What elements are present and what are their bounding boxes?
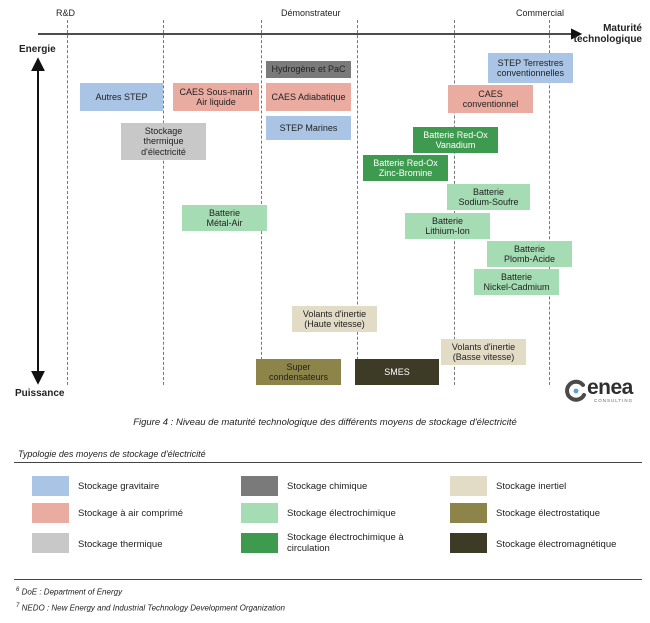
phase-line-3 — [261, 20, 262, 385]
stage-demonstrateur: Démonstrateur — [281, 8, 341, 18]
tech-nickel-cadmium: Batterie Nickel-Cadmium — [474, 269, 559, 295]
tech-smes: SMES — [355, 359, 439, 385]
legend-swatch-electrochimique — [241, 503, 278, 523]
tech-supercondensateurs: Super condensateurs — [256, 359, 341, 385]
tech-lithium-ion: Batterie Lithium-Ion — [405, 213, 490, 239]
legend-label-inertiel: Stockage inertiel — [496, 481, 567, 492]
tech-caes-conventionnel: CAES conventionnel — [448, 85, 533, 113]
legend-swatch-thermique — [32, 533, 69, 553]
tech-caes-sous-marin: CAES Sous-marin Air liquide — [173, 83, 259, 111]
legend-title: Typologie des moyens de stockage d'élect… — [18, 449, 206, 459]
tech-volants-haute: Volants d'inertie (Haute vitesse) — [292, 306, 377, 332]
tech-redox-vanadium: Batterie Red-Ox Vanadium — [413, 127, 498, 153]
phase-line-2 — [163, 20, 164, 385]
stage-commercial: Commercial — [516, 8, 565, 18]
legend-label-thermique: Stockage thermique — [78, 539, 163, 550]
legend-swatch-inertiel — [450, 476, 487, 496]
legend-swatch-circulation — [241, 533, 278, 553]
y-axis-bottom-label: Puissance — [15, 388, 65, 399]
footnote-6: 6 DoE : Department of Energy — [16, 587, 123, 597]
y-axis-top-label: Energie — [19, 44, 56, 55]
legend-label-gravitaire: Stockage gravitaire — [78, 481, 160, 492]
tech-metal-air: Batterie Métal-Air — [182, 205, 267, 231]
tech-step-terrestres: STEP Terrestres conventionnelles — [488, 53, 573, 83]
x-axis-title: Maturité technologique — [573, 23, 642, 45]
legend-swatch-air — [32, 503, 69, 523]
phase-line-1 — [67, 20, 68, 385]
tech-redox-zinc-bromine: Batterie Red-Ox Zinc-Bromine — [363, 155, 448, 181]
legend-label-chimique: Stockage chimique — [287, 481, 368, 492]
enea-logo-text: enea — [587, 376, 633, 399]
tech-step-marines: STEP Marines — [266, 116, 351, 140]
enea-logo-subtext: CONSULTING — [594, 398, 634, 403]
tech-stockage-thermique: Stockage thermique d'électricité — [121, 123, 206, 160]
legend-label-electrostatique: Stockage électrostatique — [496, 508, 601, 519]
enea-logo: enea CONSULTING — [563, 376, 643, 405]
enea-logo-icon — [565, 379, 586, 402]
legend-label-circulation: Stockage électrochimique à circulation — [287, 532, 404, 554]
figure-caption: Figure 4 : Niveau de maturité technologi… — [133, 417, 517, 428]
tech-autres-step: Autres STEP — [80, 83, 163, 111]
stage-rd: R&D — [56, 8, 76, 18]
tech-volants-basse: Volants d'inertie (Basse vitesse) — [441, 339, 526, 365]
legend-swatch-electrostatique — [450, 503, 487, 523]
footnote-7: 7 NEDO : New Energy and Industrial Techn… — [16, 603, 285, 613]
legend-top-rule — [14, 462, 642, 463]
phase-line-4 — [357, 20, 358, 385]
tech-sodium-soufre: Batterie Sodium-Soufre — [447, 184, 530, 210]
legend-swatch-chimique — [241, 476, 278, 496]
legend-swatch-electromagnetique — [450, 533, 487, 553]
phase-line-6 — [549, 20, 550, 385]
tech-plomb-acide: Batterie Plomb-Acide — [487, 241, 572, 267]
legend-swatch-gravitaire — [32, 476, 69, 496]
legend-bottom-rule — [14, 579, 642, 580]
legend-label-air: Stockage à air comprimé — [78, 508, 184, 519]
legend-label-electrochimique: Stockage électrochimique — [287, 508, 396, 519]
tech-caes-adiabatique: CAES Adiabatique — [266, 83, 351, 111]
axes — [31, 28, 583, 385]
tech-hydrogene-pac: Hydrogène et PaC — [266, 61, 351, 78]
legend-label-electromagnetique: Stockage électromagnétique — [496, 539, 617, 550]
